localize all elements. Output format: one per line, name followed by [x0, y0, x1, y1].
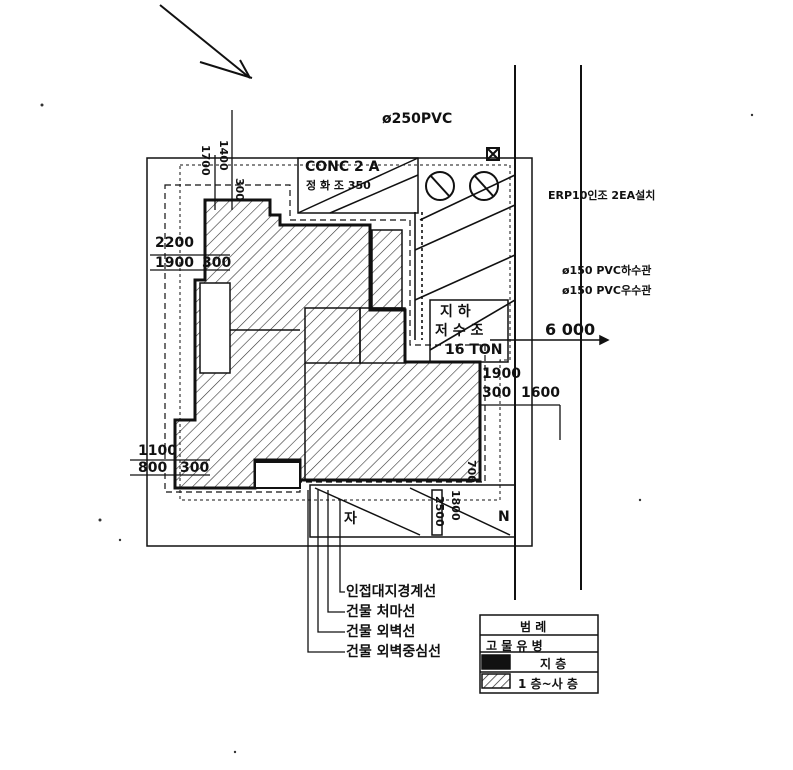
leader-label-eave: 건물 처마선 — [346, 604, 416, 620]
pipe-runs — [414, 174, 516, 351]
water-tank-box — [429, 299, 509, 363]
dim-6000: 6 000 — [545, 320, 596, 339]
manholes — [425, 147, 500, 201]
dim-1100: 1100 — [138, 443, 177, 459]
tank-capacity: 16 TON — [445, 342, 503, 358]
leader-label-boundary: 인접대지경계선 — [346, 584, 437, 600]
parking-area — [309, 484, 516, 538]
dim-1900: 1900 — [155, 255, 194, 271]
parking-n: N — [498, 509, 510, 525]
dim-1800: 1800 — [449, 490, 462, 521]
corner-sketch-lines — [159, 4, 253, 79]
dim-700: 700 — [465, 460, 478, 483]
dim-right — [479, 404, 561, 480]
tank-name: 저 수 조 — [435, 323, 484, 339]
dim-1600: 1600 — [521, 385, 560, 401]
septic-tank — [297, 157, 419, 214]
dim-1700: 1700 — [199, 145, 212, 176]
dim-2200: 2200 — [155, 235, 194, 251]
interior-walls — [199, 229, 406, 489]
legend-row2: 지 층 — [540, 657, 567, 671]
dim-300a: 300 — [202, 255, 232, 271]
pvc150-rain: ø150 PVC우수관 — [562, 284, 652, 297]
dim-2500: 2500 — [433, 496, 446, 527]
pvc150-sewer: ø150 PVC하수관 — [562, 264, 652, 277]
leader-label-wall: 건물 외벽선 — [346, 624, 416, 640]
inner-boundary — [179, 164, 511, 501]
dim-1400: 1400 — [217, 140, 230, 171]
parking-ja: 자 — [344, 511, 357, 527]
legend-row1: 고 물 유 병 — [486, 639, 543, 653]
leader-lines — [307, 490, 345, 653]
dim-300c: 300 — [180, 460, 210, 476]
dim-300b: 300 — [233, 178, 246, 201]
legend-table — [479, 614, 599, 694]
dim-800: 800 — [138, 460, 168, 476]
pvc250-label: ø250PVC — [382, 111, 453, 127]
dim-1900r: 1900 — [482, 366, 521, 382]
legend-row3: 1 층~사 층 — [518, 677, 578, 691]
erp-note: ERP10인조 2EA설치 — [548, 189, 656, 202]
noise-dots — [40, 103, 754, 754]
septic-label: 정 화 조 350 — [306, 179, 371, 192]
conc-label: CONC 2 A — [305, 159, 380, 175]
tank-title: 지 하 — [440, 304, 471, 320]
leader-label-wall-center: 건물 외벽중심선 — [346, 644, 442, 660]
dim-300r: 300 — [482, 385, 512, 401]
dim-6000-arrow — [490, 334, 610, 346]
dim-left — [130, 110, 233, 476]
eave-line — [164, 184, 486, 493]
legend-title: 범 례 — [520, 620, 547, 634]
